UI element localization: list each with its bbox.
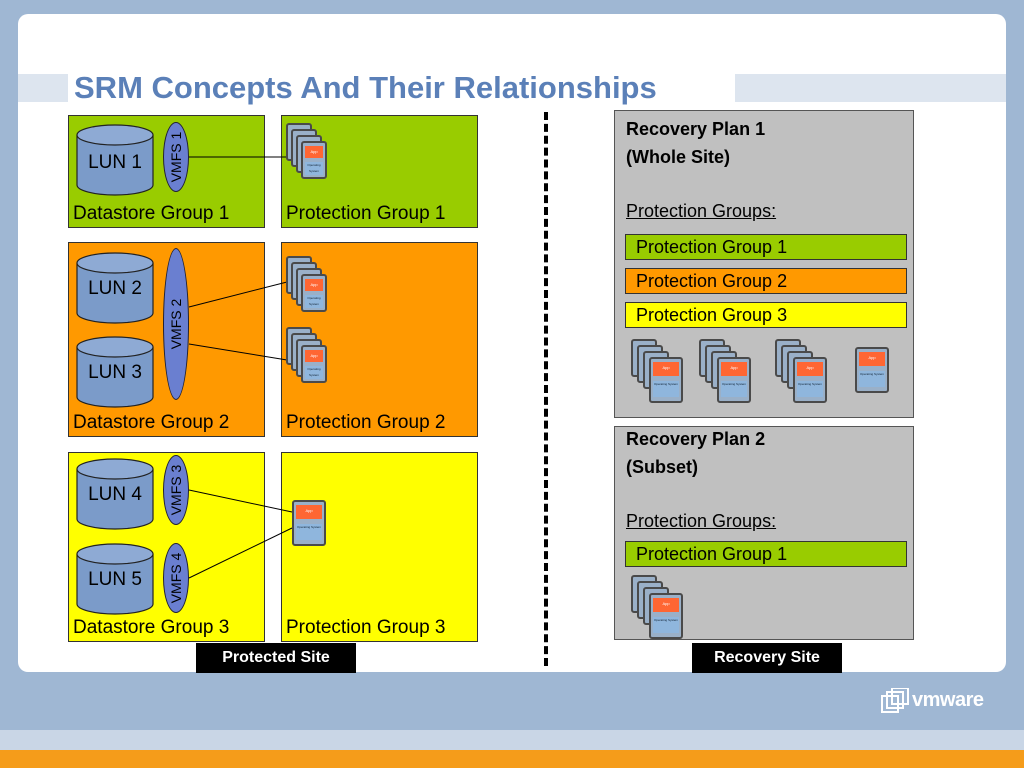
vmfs-1-volume: VMFS 1 bbox=[163, 122, 189, 192]
plan-title-line2: (Subset) bbox=[626, 457, 698, 477]
plan-protection-group: Protection Group 3 bbox=[625, 302, 907, 328]
plan-title-line1: Recovery Plan 2 bbox=[626, 429, 766, 449]
recovery-plan-1: Recovery Plan 1 (Whole Site) Protection … bbox=[614, 110, 914, 418]
lun-1-cylinder: LUN 1 bbox=[76, 124, 154, 196]
protection-group-label: Protection Group 2 bbox=[286, 412, 446, 433]
connector-line bbox=[188, 281, 288, 308]
datastore-group-label: Datastore Group 3 bbox=[73, 617, 230, 638]
plan-protection-group: Protection Group 2 bbox=[625, 268, 907, 294]
recovery-site-label: Recovery Site bbox=[692, 643, 842, 673]
connector-line bbox=[188, 527, 293, 579]
plan-protection-group: Protection Group 1 bbox=[625, 234, 907, 260]
site-divider bbox=[544, 112, 548, 666]
lun-3-cylinder: LUN 3 bbox=[76, 336, 154, 408]
plan-title-line1: Recovery Plan 1 bbox=[626, 119, 766, 139]
protection-groups-header: Protection Groups: bbox=[626, 201, 777, 221]
plan-protection-group: Protection Group 1 bbox=[625, 541, 907, 567]
protection-groups-header: Protection Groups: bbox=[626, 511, 777, 531]
plan-title-line2: (Whole Site) bbox=[626, 147, 730, 167]
title-band-right bbox=[735, 74, 1006, 102]
lun-label: LUN 3 bbox=[88, 362, 142, 383]
lun-label: LUN 4 bbox=[88, 484, 142, 505]
vmware-logo-text: vmware bbox=[912, 689, 984, 711]
protection-group-label: Protection Group 3 bbox=[286, 617, 446, 638]
protection-group-3: Protection Group 3 bbox=[281, 452, 478, 642]
lun-2-cylinder: LUN 2 bbox=[76, 252, 154, 324]
vmfs-4-volume: VMFS 4 bbox=[163, 543, 189, 613]
recovery-plan-2: Recovery Plan 2 (Subset) Protection Grou… bbox=[614, 426, 914, 640]
vmware-logo bbox=[880, 687, 1005, 718]
connector-line bbox=[188, 343, 288, 361]
connector-line bbox=[188, 489, 293, 513]
lun-4-cylinder: LUN 4 bbox=[76, 458, 154, 530]
lun-5-cylinder: LUN 5 bbox=[76, 543, 154, 615]
lun-label: LUN 1 bbox=[88, 152, 142, 173]
lun-label: LUN 2 bbox=[88, 278, 142, 299]
protection-group-label: Protection Group 1 bbox=[286, 203, 446, 224]
title-band-left bbox=[18, 74, 68, 102]
footer-band bbox=[0, 730, 1024, 750]
protected-site-label: Protected Site bbox=[196, 643, 356, 673]
datastore-group-label: Datastore Group 1 bbox=[73, 203, 230, 224]
vmfs-2-volume: VMFS 2 bbox=[163, 248, 189, 400]
page-title: SRM Concepts And Their Relationships bbox=[74, 70, 657, 105]
vmfs-3-volume: VMFS 3 bbox=[163, 455, 189, 525]
vmware-logo-icon bbox=[881, 687, 909, 713]
footer-accent-band bbox=[0, 750, 1024, 768]
datastore-group-label: Datastore Group 2 bbox=[73, 412, 230, 433]
lun-label: LUN 5 bbox=[88, 569, 142, 590]
